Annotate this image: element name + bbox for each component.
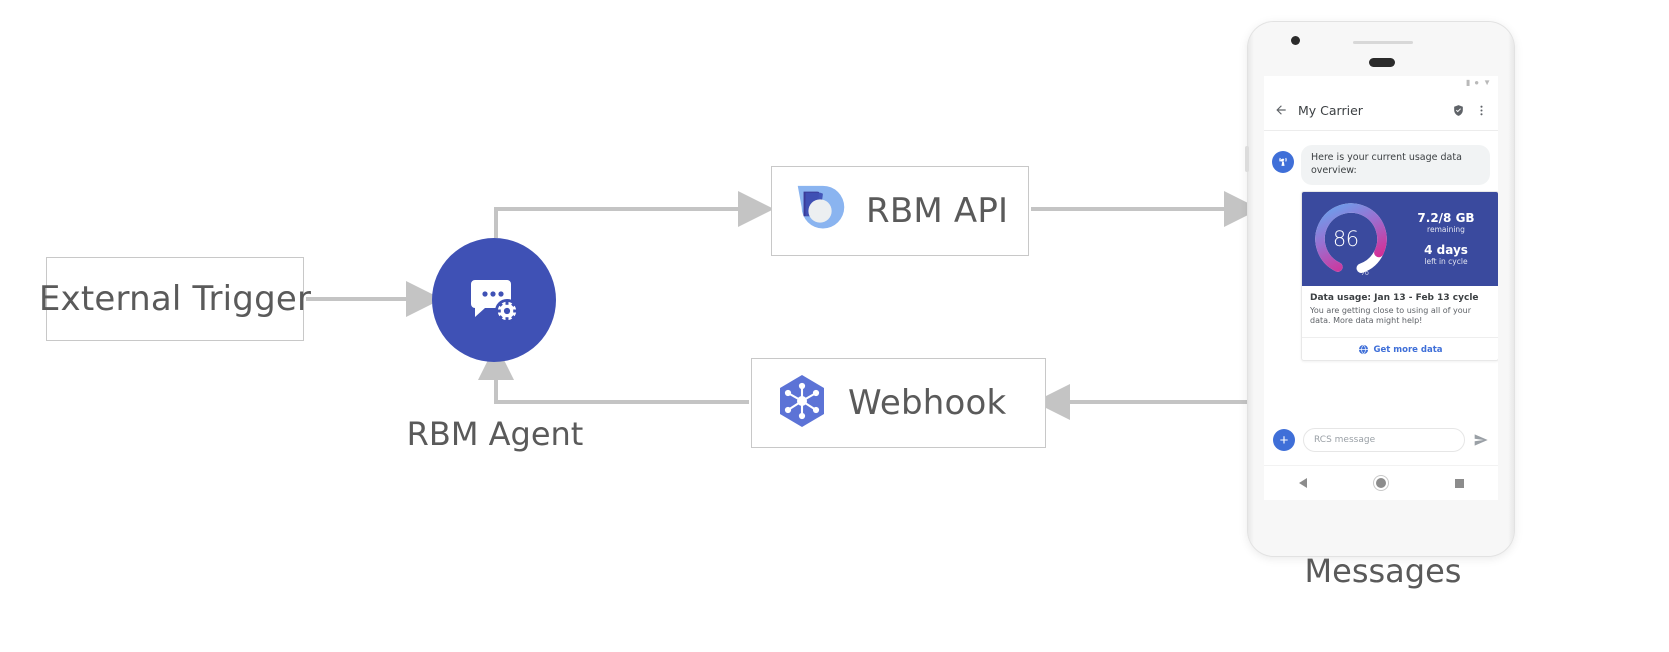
- wifi-icon: ●: [1474, 78, 1480, 87]
- stat-days-caption: left in cycle: [1424, 257, 1468, 267]
- verified-shield-icon: [1454, 104, 1463, 116]
- messages-label: Messages: [1304, 552, 1462, 590]
- stat-remaining-value: 7.2/8 GB: [1417, 211, 1475, 226]
- conversation-title: My Carrier: [1298, 102, 1363, 118]
- webhook-label: Webhook: [848, 383, 1007, 423]
- front-camera-icon: [1291, 36, 1300, 45]
- battery-icon: ▼: [1483, 78, 1491, 87]
- send-icon[interactable]: [1473, 432, 1489, 448]
- gauge-value: 86: [1332, 226, 1359, 251]
- earpiece: [1369, 58, 1395, 67]
- app-bar: My Carrier: [1264, 90, 1498, 131]
- webhook-node: Webhook: [751, 358, 1046, 448]
- card-title: Data usage: Jan 13 - Feb 13 cycle: [1310, 292, 1479, 303]
- back-arrow-icon[interactable]: [1274, 103, 1288, 117]
- conversation: Here is your current usage data overview…: [1264, 131, 1498, 362]
- rbm-agent-node: [432, 238, 556, 362]
- rcs-message-placeholder: RCS message: [1314, 435, 1376, 445]
- card-body: Data usage: Jan 13 - Feb 13 cycle You ar…: [1302, 286, 1498, 332]
- avatar: [1272, 151, 1294, 173]
- rbm-api-logo-icon: [797, 185, 845, 229]
- message-composer: + RCS message: [1264, 418, 1498, 462]
- message-bubble: Here is your current usage data overview…: [1301, 145, 1490, 185]
- stat-days-value: 4 days: [1424, 243, 1468, 258]
- external-trigger-label: External Trigger: [38, 279, 312, 319]
- gauge-value-wrap: 86 %: [1308, 196, 1394, 282]
- stat-days: 4 days left in cycle: [1424, 243, 1468, 266]
- power-button[interactable]: [1245, 146, 1249, 172]
- chat-gear-icon: [471, 280, 519, 323]
- hero-stats: 7.2/8 GB remaining 4 days left in cycle: [1394, 211, 1498, 266]
- rbm-agent-label: RBM Agent: [406, 415, 584, 453]
- speaker-grille: [1353, 41, 1413, 44]
- card-hero: 86 % 7.2/8 GB remaining 4 days left in c…: [1302, 191, 1498, 286]
- card-description: You are getting close to using all of yo…: [1310, 305, 1472, 326]
- rbm-api-node: RBM API: [771, 166, 1029, 256]
- nav-back-icon[interactable]: [1298, 478, 1307, 488]
- status-bar: ▮ ● ▼: [1264, 76, 1498, 90]
- more-vert-icon[interactable]: [1475, 104, 1488, 117]
- gauge-unit: %: [1359, 266, 1370, 278]
- external-trigger-node: External Trigger: [39, 257, 311, 341]
- nav-home-icon[interactable]: [1375, 478, 1386, 488]
- get-more-data-button[interactable]: Get more data: [1302, 337, 1498, 360]
- signal-icon: ▮: [1465, 78, 1471, 87]
- message-row: Here is your current usage data overview…: [1272, 145, 1490, 185]
- rbm-api-label: RBM API: [866, 191, 1009, 231]
- rich-card[interactable]: 86 % 7.2/8 GB remaining 4 days left in c…: [1301, 190, 1498, 362]
- stat-remaining: 7.2/8 GB remaining: [1417, 211, 1474, 234]
- webhook-hexagon-icon: [780, 375, 824, 427]
- cell-tower-icon: [1279, 157, 1287, 166]
- rcs-message-input[interactable]: RCS message: [1303, 428, 1465, 452]
- gauge-arc-icon: [1315, 202, 1387, 275]
- plus-icon[interactable]: +: [1273, 429, 1295, 451]
- android-nav-bar: [1264, 465, 1498, 500]
- usage-gauge: 86 %: [1308, 196, 1394, 282]
- nav-recents-icon[interactable]: [1454, 478, 1464, 488]
- globe-icon: [1358, 344, 1368, 355]
- stat-remaining-caption: remaining: [1427, 225, 1465, 235]
- get-more-data-label: Get more data: [1373, 344, 1443, 355]
- phone-screen: ▮ ● ▼ My Carrier: [1264, 76, 1498, 500]
